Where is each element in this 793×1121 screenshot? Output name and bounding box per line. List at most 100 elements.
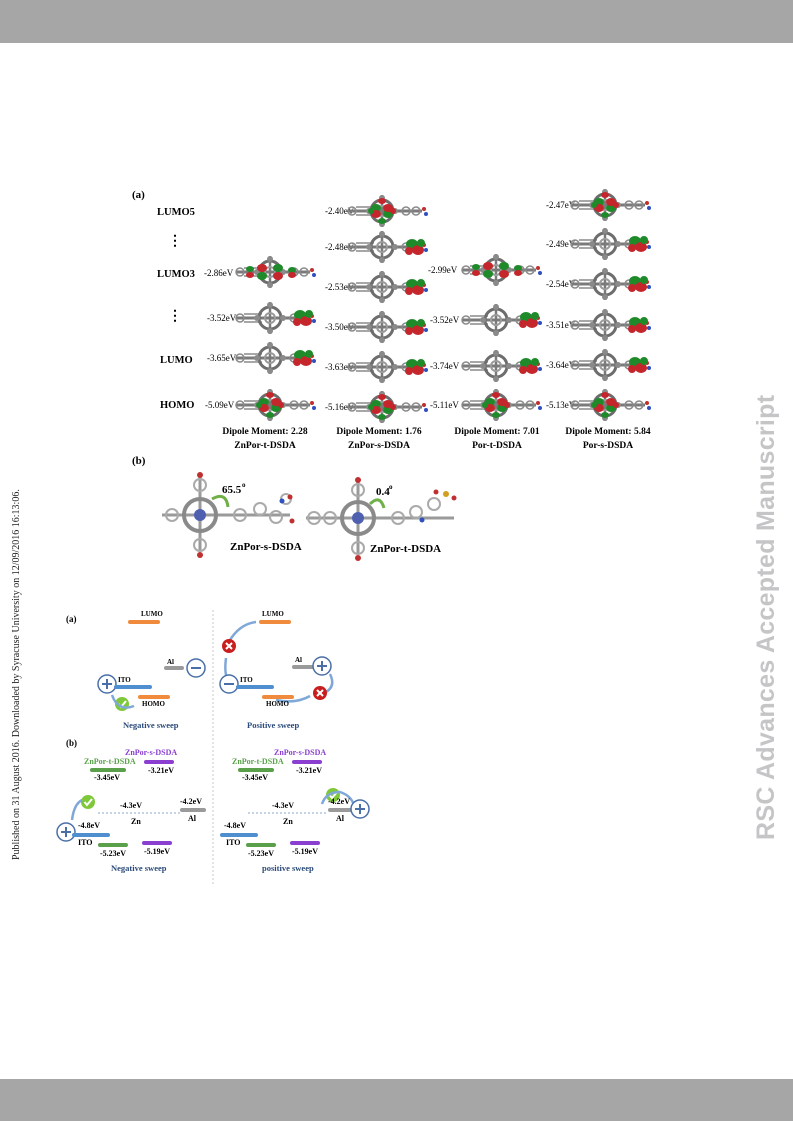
- structure-znpor-t-dsda: 0.4 o ZnPor-t-DSDA: [306, 477, 457, 561]
- energy-label: -5.13eV: [546, 400, 576, 410]
- t-dsda-homo-value: -5.23eV: [248, 849, 274, 858]
- s-dsda-lumo-level: [292, 760, 322, 764]
- top-panel-b-label: (b): [132, 455, 146, 467]
- al-value: -4.2eV: [180, 797, 202, 806]
- transfer-arrow: [110, 694, 135, 709]
- plus-charge-icon: [97, 674, 117, 694]
- structure-znpor-s-dsda: 65.5 o ZnPor-s-DSDA: [162, 472, 302, 558]
- panel-a-negative-sweep: LUMO Al ITO HOMO Negative sweep: [97, 610, 206, 730]
- ito-value: -4.8eV: [224, 821, 246, 830]
- dipole-moment: Dipole Moment: 5.84: [565, 427, 650, 437]
- level-label-lumo5: LUMO5: [157, 207, 195, 218]
- figure-switching-mechanism: (a) LUMO Al ITO HOMO Negative sweep LUMO…: [0, 600, 793, 890]
- plus-charge-icon: [56, 822, 76, 842]
- s-dsda-label: ZnPor-s-DSDA: [274, 748, 326, 757]
- transfer-arrow: [70, 798, 83, 821]
- t-dsda-homo-value: -5.23eV: [100, 849, 126, 858]
- level-label-dots-2: ⋮: [168, 309, 182, 324]
- molecule-name: Por-s-DSDA: [583, 441, 633, 451]
- dihedral-angle: 65.5: [222, 484, 242, 496]
- structure-name: ZnPor-s-DSDA: [230, 541, 302, 553]
- energy-label: -2.49eV: [546, 239, 576, 249]
- al-label: Al: [295, 656, 302, 664]
- level-label-lumo: LUMO: [160, 355, 193, 366]
- structure-name: ZnPor-t-DSDA: [370, 543, 441, 555]
- ito-level: [72, 833, 110, 837]
- t-dsda-lumo-level: [90, 768, 126, 772]
- cross-icon: [312, 685, 328, 701]
- zn-label: Zn: [283, 817, 293, 826]
- t-dsda-lumo-level: [238, 768, 274, 772]
- al-level: [328, 808, 354, 812]
- s-dsda-homo-value: -5.19eV: [144, 847, 170, 856]
- molecule-name: ZnPor-t-DSDA: [234, 441, 296, 451]
- lumo-level: [259, 620, 291, 624]
- ito-label: ITO: [78, 838, 93, 847]
- transfer-arrow: [228, 620, 257, 641]
- degree-symbol: o: [389, 483, 393, 491]
- energy-label: -2.99eV: [428, 265, 458, 275]
- t-dsda-label: ZnPor-t-DSDA: [84, 757, 136, 766]
- transfer-arrow: [325, 673, 334, 694]
- zn-value: -4.3eV: [120, 801, 142, 810]
- dihedral-angle: 0.4: [376, 486, 390, 498]
- energy-label: -5.11eV: [430, 400, 459, 410]
- ito-label: ITO: [240, 676, 253, 684]
- sweep-caption: positive sweep: [262, 863, 314, 873]
- t-dsda-lumo-value: -3.45eV: [94, 773, 120, 782]
- figure-bottom-svg: (a) LUMO Al ITO HOMO Negative sweep LUMO…: [56, 610, 370, 885]
- energy-label: -5.09eV: [205, 400, 235, 410]
- top-panel-a-label: (a): [132, 189, 145, 201]
- dipole-moment: Dipole Moment: 7.01: [454, 427, 539, 437]
- figure-molecular-orbitals: (a) LUMO5 ⋮ LUMO3 ⋮ LUMO HOMO -2.86eV -3…: [132, 187, 653, 561]
- minus-charge-icon: [219, 674, 239, 694]
- energy-label: -2.48eV: [325, 242, 355, 252]
- energy-label: -3.51eV: [546, 320, 576, 330]
- energy-label: -3.74eV: [430, 361, 460, 371]
- al-label: Al: [336, 814, 345, 823]
- bottom-panel-a-label: (a): [66, 614, 77, 624]
- al-level: [292, 665, 314, 669]
- zn-value: -4.3eV: [272, 801, 294, 810]
- panel-b-negative-sweep: ZnPor-s-DSDA -3.21eV ZnPor-t-DSDA -3.45e…: [56, 748, 206, 873]
- bottom-gray-band: [0, 1079, 793, 1121]
- energy-label: -3.50eV: [325, 322, 355, 332]
- lumo-level: [128, 620, 160, 624]
- check-icon: [80, 794, 96, 810]
- al-value: -4.2eV: [328, 797, 350, 806]
- ito-label: ITO: [118, 676, 131, 684]
- s-dsda-lumo-value: -3.21eV: [148, 766, 174, 775]
- energy-label: -3.64eV: [546, 360, 576, 370]
- t-dsda-lumo-value: -3.45eV: [242, 773, 268, 782]
- lumo-label: LUMO: [262, 610, 284, 618]
- ito-value: -4.8eV: [78, 821, 100, 830]
- column-por-t-dsda: -2.99eV -3.52eV -3.74eV -5.11eV Dipole M…: [428, 252, 544, 451]
- energy-label: -3.52eV: [207, 313, 237, 323]
- t-dsda-label: ZnPor-t-DSDA: [232, 757, 284, 766]
- cross-icon: [221, 638, 237, 654]
- s-dsda-homo-level: [290, 841, 320, 845]
- level-label-homo: HOMO: [160, 400, 194, 411]
- zn-label: Zn: [131, 817, 141, 826]
- dipole-moment: Dipole Moment: 2.28: [222, 427, 307, 437]
- homo-label: HOMO: [266, 700, 289, 708]
- energy-label: -5.16eV: [325, 402, 355, 412]
- plus-charge-icon: [312, 656, 332, 676]
- al-label: Al: [167, 658, 174, 666]
- transfer-arrow: [320, 790, 356, 807]
- molecule-name: ZnPor-s-DSDA: [348, 441, 410, 451]
- energy-label: -2.47eV: [546, 200, 576, 210]
- top-gray-band: [0, 0, 793, 43]
- al-level: [164, 666, 184, 670]
- al-level: [180, 808, 206, 812]
- lumo-label: LUMO: [141, 610, 163, 618]
- column-znpor-t-dsda: -2.86eV -3.52eV -3.65eV -5.09eV Dipole M…: [204, 254, 318, 451]
- homo-level: [262, 695, 294, 699]
- al-label: Al: [188, 814, 197, 823]
- homo-label: HOMO: [142, 700, 165, 708]
- s-dsda-homo-level: [142, 841, 172, 845]
- column-znpor-s-dsda: -2.40eV -2.48eV -2.53eV -3.50eV -3.63eV …: [325, 193, 430, 451]
- figure-top-svg: (a) LUMO5 ⋮ LUMO3 ⋮ LUMO HOMO -2.86eV -3…: [132, 187, 653, 561]
- t-dsda-homo-level: [246, 843, 276, 847]
- molecule-name: Por-t-DSDA: [472, 441, 522, 451]
